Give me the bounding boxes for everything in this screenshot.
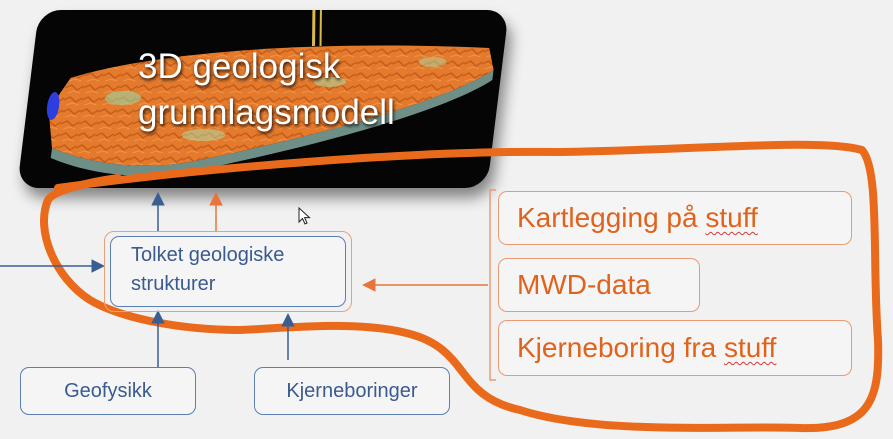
mwd-data-box[interactable]: MWD-data <box>498 258 700 312</box>
model-title: 3D geologisk grunnlagsmodell <box>138 44 468 136</box>
kjerneboring-suffix: stuff <box>724 332 777 363</box>
center-box[interactable]: Tolket geologiske strukturer <box>110 236 346 307</box>
geofysikk-box[interactable]: Geofysikk <box>20 367 196 415</box>
mouse-cursor-icon <box>298 207 311 225</box>
geological-model-render <box>46 10 494 176</box>
mwd-label: MWD-data <box>517 269 651 300</box>
kjerneboringer-label: Kjerneboringer <box>286 379 418 402</box>
kjerneboring-prefix: Kjerneboring fra <box>517 332 725 363</box>
kartlegging-box[interactable]: Kartlegging på stuff <box>498 191 852 245</box>
model-title-line1: 3D geologisk <box>138 47 341 86</box>
sources-bracket <box>489 189 496 381</box>
kjerneboringer-box[interactable]: Kjerneboringer <box>254 367 450 415</box>
kjerneboring-fra-box[interactable]: Kjerneboring fra stuff <box>498 320 852 376</box>
center-box-line2: strukturer <box>131 273 216 295</box>
center-box-outer-frame <box>104 231 352 312</box>
model-image <box>17 10 509 188</box>
kartlegging-suffix: stuff <box>705 202 758 233</box>
center-box-line1: Tolket geologiske <box>131 244 285 266</box>
model-title-line2: grunnlagsmodell <box>138 93 395 132</box>
geofysikk-label: Geofysikk <box>64 379 152 402</box>
kartlegging-prefix: Kartlegging på <box>517 202 706 233</box>
